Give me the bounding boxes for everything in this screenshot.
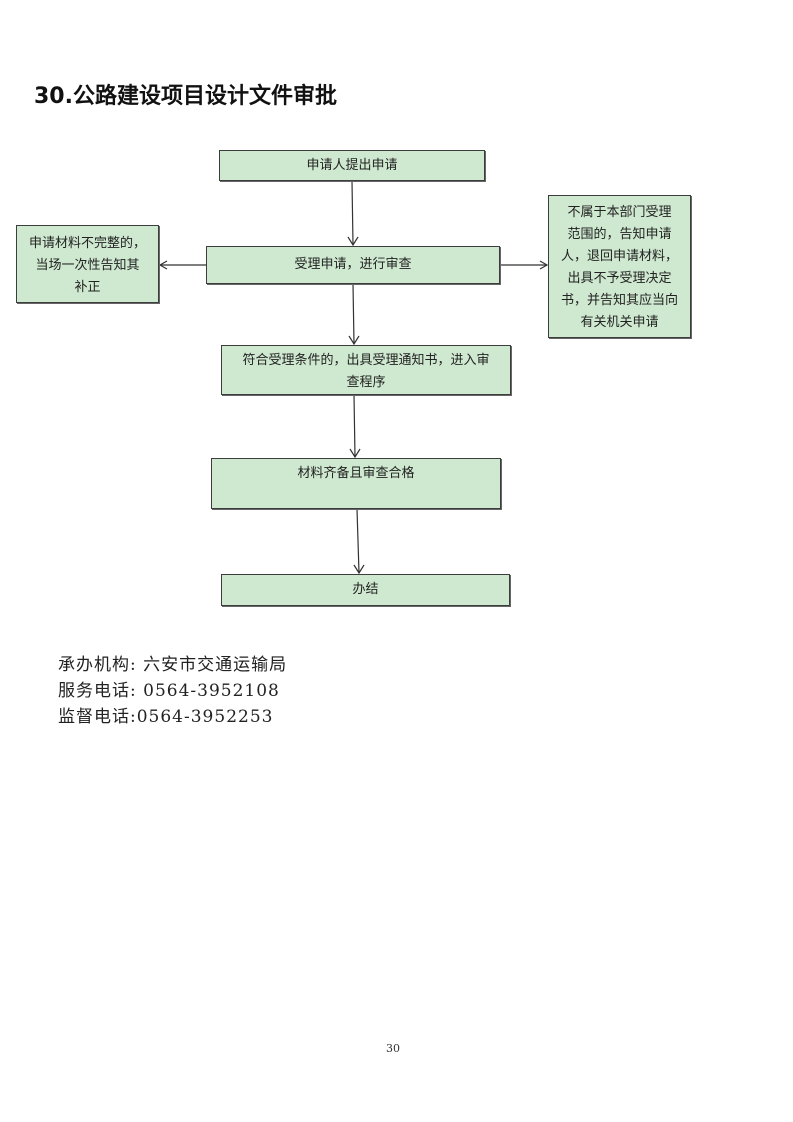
contact-info: 承办机构: 六安市交通运输局 服务电话: 0564-3952108 监督电话:0… [58,652,287,730]
service-phone-value: 0564-3952108 [136,681,280,701]
step-label-line: 范围的，告知申请 [567,227,672,242]
arrow-complete-to-done [353,508,365,575]
step-qualified-accepted: 符合受理条件的，出具受理通知书，进入审 查程序 [221,345,511,395]
step-submit-application: 申请人提出申请 [219,150,485,181]
arrow-submit-to-review [347,180,359,247]
supervision-phone-line: 监督电话:0564-3952253 [58,704,287,730]
agency-label: 承办机构: [58,655,137,675]
step-label: 办结 [352,582,379,597]
supervision-phone-label: 监督电话: [58,707,137,727]
step-label-line: 出具不予受理决定 [567,271,672,286]
step-label: 申请人提出申请 [306,158,398,173]
step-incomplete-materials: 申请材料不完整的， 当场一次性告知其 补正 [16,225,159,303]
arrow-review-to-not-in-scope [500,260,549,270]
step-label-line: 当场一次性告知其 [35,258,140,273]
agency-value: 六安市交通运输局 [136,655,288,675]
supervision-phone-value: 0564-3952253 [136,707,274,727]
arrow-qualified-to-complete [349,394,361,459]
arrow-review-to-qualified [348,283,360,346]
step-complete-and-qualified: 材料齐备且审查合格 [211,458,501,509]
step-accept-and-review: 受理申请，进行审查 [206,246,500,284]
page-number: 30 [386,1042,400,1055]
step-label-line: 查程序 [346,375,386,390]
step-label-line: 不属于本部门受理 [567,205,672,220]
step-not-in-scope: 不属于本部门受理 范围的，告知申请 人，退回申请材料， 出具不予受理决定 书，并… [548,195,691,338]
service-phone-line: 服务电话: 0564-3952108 [58,678,287,704]
service-phone-label: 服务电话: [58,681,137,701]
step-label-line: 符合受理条件的，出具受理通知书，进入审 [242,353,490,368]
arrow-review-to-incomplete [158,260,206,270]
step-label-line: 补正 [74,280,101,295]
step-label: 受理申请，进行审查 [294,257,412,272]
step-done: 办结 [221,574,510,606]
page-title: 30.公路建设项目设计文件审批 [34,84,337,109]
step-label: 材料齐备且审查合格 [297,466,415,481]
step-label-line: 书，并告知其应当向 [560,293,678,308]
step-label-line: 人，退回申请材料， [560,249,678,264]
step-label-line: 申请材料不完整的， [28,236,146,251]
step-label-line: 有关机关申请 [580,315,659,330]
agency-line: 承办机构: 六安市交通运输局 [58,652,287,678]
